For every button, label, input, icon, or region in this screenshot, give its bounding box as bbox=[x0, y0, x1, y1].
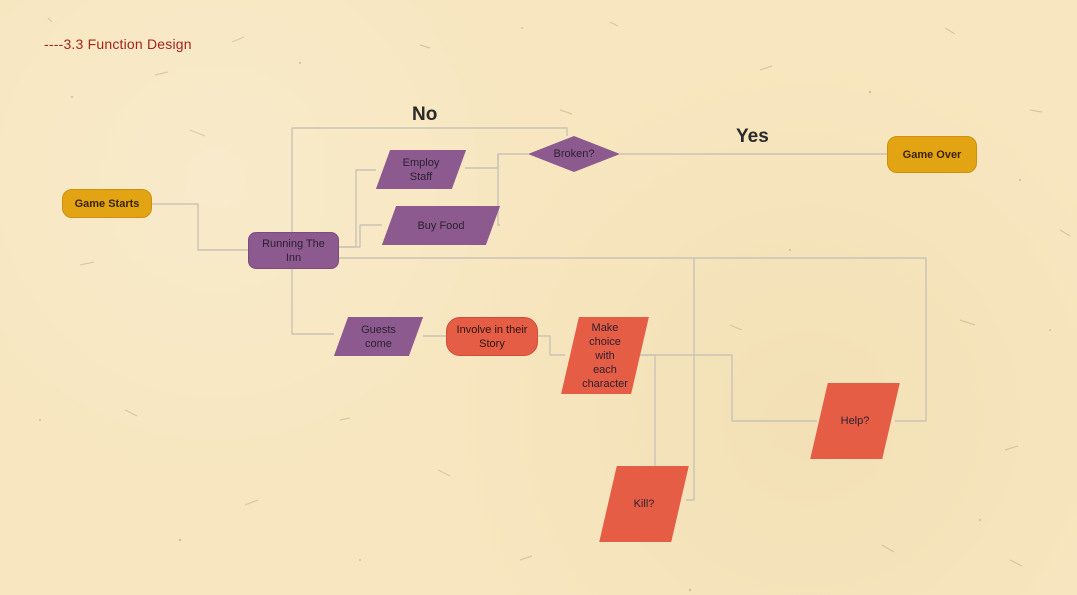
node-label: Make choice with each character bbox=[576, 321, 634, 391]
node-guests-come[interactable]: Guests come bbox=[333, 317, 424, 356]
connector-inn-to-guests bbox=[291, 268, 334, 335]
node-game-starts[interactable]: Game Starts bbox=[62, 189, 152, 218]
node-label-line: choice bbox=[589, 335, 621, 348]
node-label-line: Running The bbox=[262, 237, 325, 250]
node-label-line: Staff bbox=[409, 170, 433, 183]
node-label: Help? bbox=[840, 415, 870, 427]
node-broken[interactable]: Broken? bbox=[528, 136, 620, 172]
connector-buyfood-to-broken bbox=[497, 154, 500, 226]
node-label-line: each bbox=[593, 363, 617, 376]
node-label-line: Inn bbox=[285, 251, 302, 264]
connector-help-to-inn bbox=[694, 257, 927, 422]
node-label-line: Involve in their bbox=[456, 323, 528, 336]
node-label: Employ Staff bbox=[397, 156, 446, 184]
node-label: Buy Food bbox=[417, 219, 465, 232]
node-label-line: with bbox=[595, 349, 615, 362]
connector-broken-no-loop bbox=[291, 127, 568, 233]
node-game-over[interactable]: Game Over bbox=[887, 136, 977, 173]
node-label: Guests come bbox=[355, 323, 402, 351]
node-label-line: Story bbox=[479, 337, 505, 350]
node-label-line: Guests bbox=[361, 323, 396, 336]
node-label: Game Over bbox=[902, 148, 962, 161]
node-label: Involve in their Story bbox=[451, 323, 534, 351]
connector-employ-to-broken bbox=[465, 153, 528, 169]
node-label-line: Make bbox=[591, 321, 619, 334]
node-label: Kill? bbox=[633, 498, 655, 510]
node-label: Broken? bbox=[553, 148, 595, 160]
node-label-line: Employ bbox=[402, 156, 440, 169]
node-running-the-inn[interactable]: Running The Inn bbox=[248, 232, 339, 269]
connector-choice-to-help bbox=[635, 354, 817, 422]
connector-inn-to-buyfood bbox=[338, 224, 382, 248]
section-heading: ----3.3 Function Design bbox=[44, 36, 192, 52]
node-label: Game Starts bbox=[74, 197, 140, 210]
connector-start-to-inn bbox=[152, 203, 248, 251]
node-make-choice[interactable]: Make choice with each character bbox=[561, 317, 649, 394]
connector-kill-to-inn bbox=[338, 257, 695, 501]
node-label-line: come bbox=[365, 337, 392, 350]
connector-inn-to-employ bbox=[338, 169, 376, 248]
branch-label-yes: Yes bbox=[736, 126, 769, 147]
node-buy-food[interactable]: Buy Food bbox=[381, 206, 501, 245]
node-label-line: character bbox=[582, 377, 628, 390]
node-involve-in-their-story[interactable]: Involve in their Story bbox=[446, 317, 538, 356]
connector-involve-to-choice bbox=[538, 335, 565, 356]
branch-label-no: No bbox=[412, 104, 438, 125]
node-employ-staff[interactable]: Employ Staff bbox=[375, 150, 467, 189]
node-help[interactable]: Help? bbox=[810, 383, 900, 459]
node-kill[interactable]: Kill? bbox=[599, 466, 689, 542]
node-label: Running The Inn bbox=[256, 237, 331, 265]
